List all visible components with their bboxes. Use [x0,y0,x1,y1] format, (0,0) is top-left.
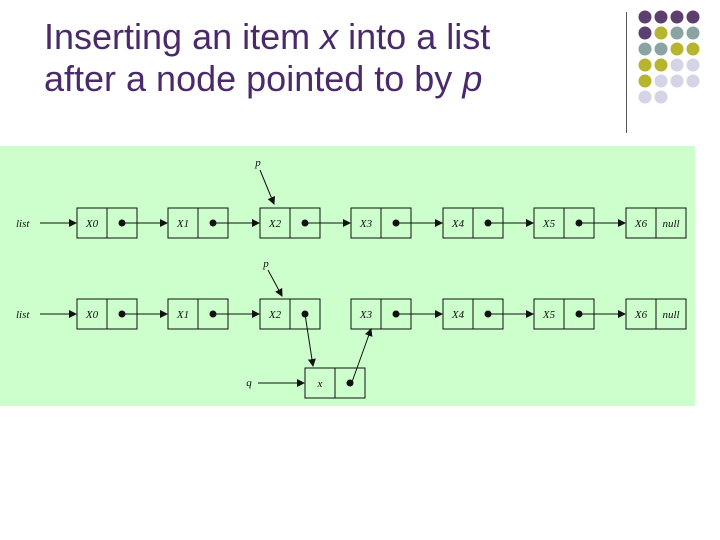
node-label: X6 [634,309,648,321]
decorative-dot [638,74,652,88]
decorative-dot [654,26,668,40]
decorative-dot [670,10,684,24]
pointer-q-label: q [246,377,252,389]
node-label: X3 [359,218,373,230]
decorative-dot [638,10,652,24]
decorative-dot [670,42,684,56]
node-label: X6 [634,218,648,230]
row1-pointer-p-arrow [259,169,276,205]
node-label: X3 [359,309,373,321]
title-line-1: Inserting an item x into a list [44,16,491,57]
node-label: X5 [542,309,556,321]
decorative-dot [686,26,700,40]
node-label: X5 [542,218,556,230]
decorative-dot-grid [638,10,700,104]
decorative-dot [638,42,652,56]
decorative-dot [638,26,652,40]
decorative-divider [626,12,627,133]
decorative-dot [686,58,700,72]
decorative-dot [654,74,668,88]
node-label: X1 [176,309,189,321]
new-node-to-x3-arrow [351,328,373,383]
title-variable-x: x [320,16,339,57]
decorative-dot [686,10,700,24]
null-label: null [662,309,679,321]
row2-pointer-p-arrow [267,269,283,297]
decorative-dot [686,42,700,56]
row1-pointer-p-label: p [254,157,261,169]
node-label: X4 [451,309,465,321]
null-label: null [662,218,679,230]
decorative-dot [670,26,684,40]
decorative-dot [670,58,684,72]
x2-to-new-node-arrow [304,313,316,367]
slide-title: Inserting an item x into a list after a … [44,16,604,100]
row1-list-label: list [16,218,30,230]
node-label: X2 [268,309,282,321]
decorative-dot [638,90,652,104]
node-label: X1 [176,218,189,230]
new-node-label: x [317,378,323,390]
node-label: X0 [85,309,99,321]
decorative-dot [686,74,700,88]
title-variable-p: p [462,58,483,99]
decorative-dot [654,58,668,72]
title-line-2: after a node pointed to by p [44,58,483,99]
decorative-dot [638,58,652,72]
decorative-dot [654,10,668,24]
decorative-dot [654,42,668,56]
node-label: X0 [85,218,99,230]
row2-list-label: list [16,309,30,321]
node-label: X2 [268,218,282,230]
row2-pointer-p-label: p [262,258,269,270]
decorative-dot [670,74,684,88]
decorative-dot [654,90,668,104]
node-label: X4 [451,218,465,230]
